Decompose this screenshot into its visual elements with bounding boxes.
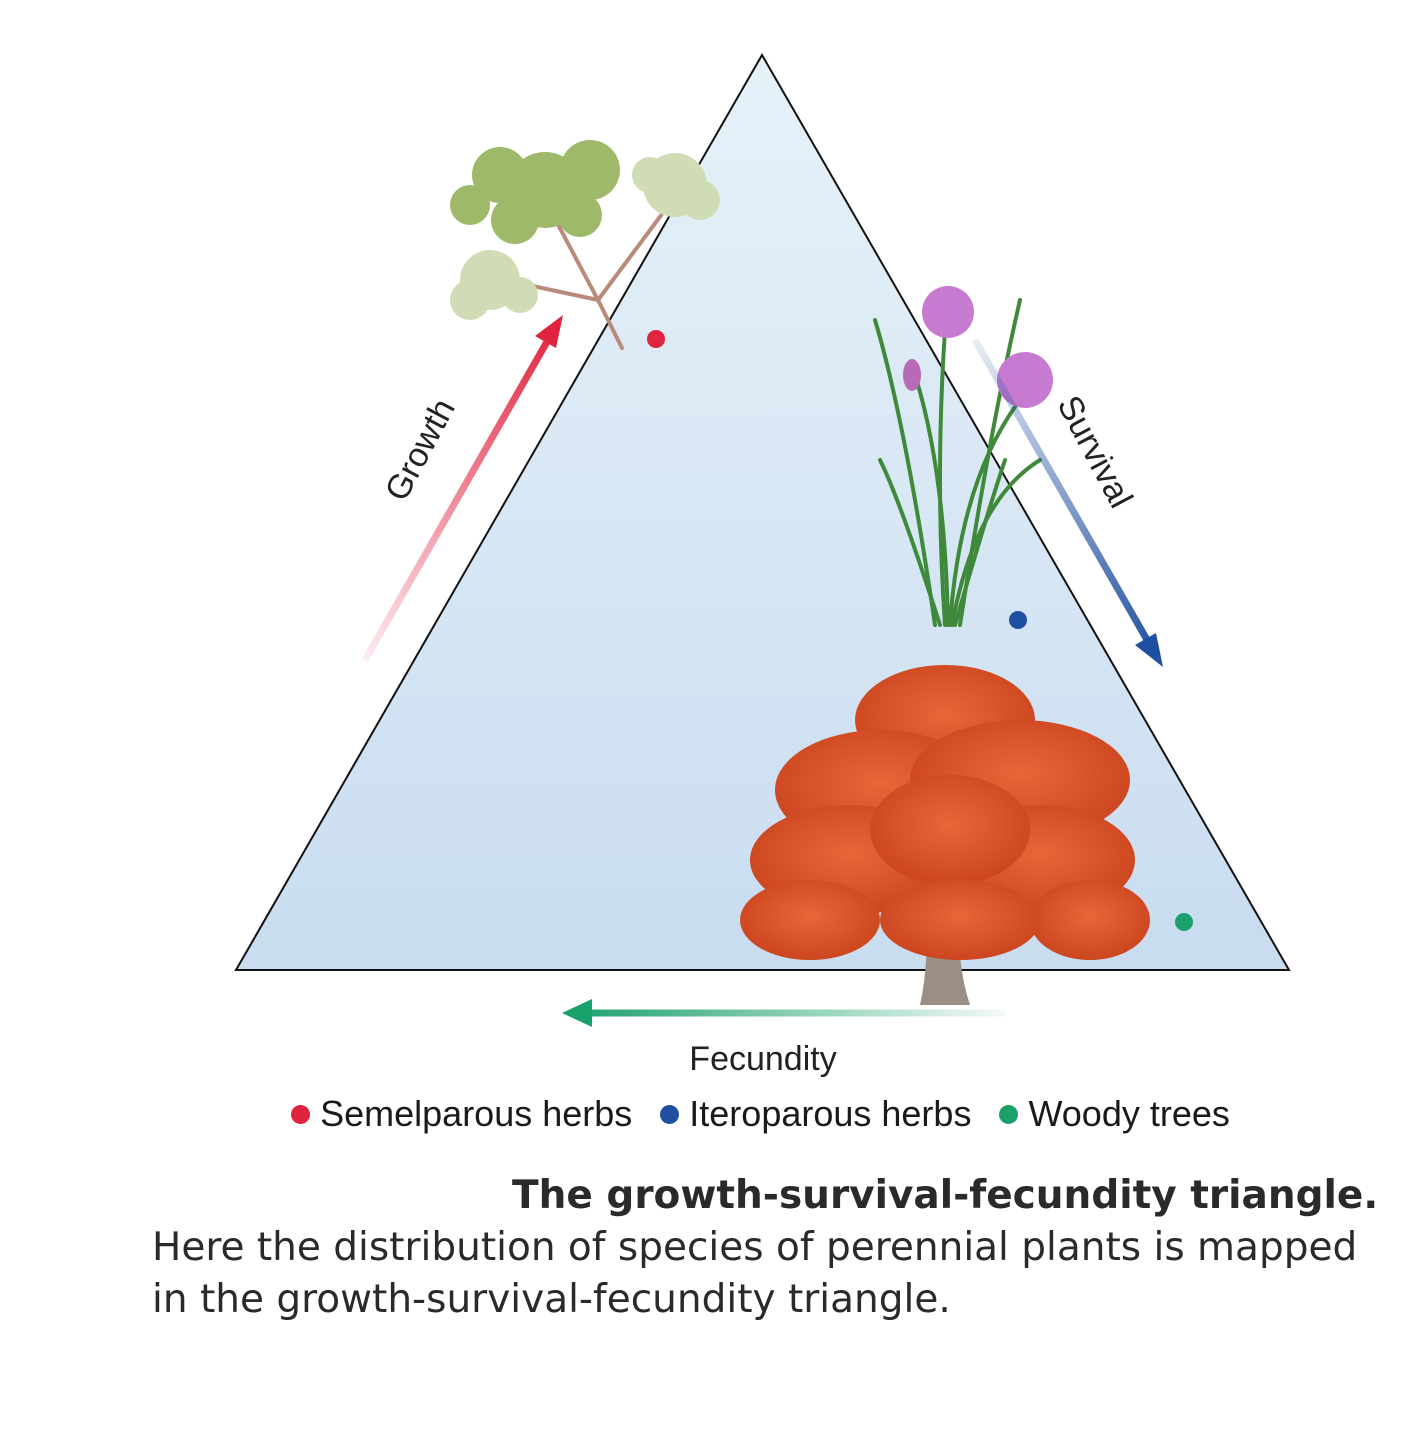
figure-caption: The growth-survival-fecundity triangle. … <box>152 1170 1392 1326</box>
autumn-tree-illustration <box>740 665 1150 1005</box>
fecundity-axis-label: Fecundity <box>689 1040 837 1078</box>
fecundity-arrow <box>562 999 1005 1027</box>
growth-arrow <box>361 315 563 662</box>
legend-item-woody-trees: Woody trees <box>999 1093 1230 1135</box>
legend-dot <box>291 1104 311 1124</box>
growth-survival-fecundity-triangle <box>234 52 1291 971</box>
woody-trees-point <box>1175 913 1193 931</box>
legend: Semelparous herbs Iteroparous herbs Wood… <box>0 1093 1411 1135</box>
survival-arrow <box>971 338 1163 667</box>
triangle-diagram: Growth Survival <box>234 52 1291 1027</box>
caption-body: Here the distribution of species of pere… <box>152 1225 1358 1322</box>
legend-item-iteroparous: Iteroparous herbs <box>660 1093 971 1135</box>
legend-dot <box>999 1104 1019 1124</box>
legend-label: Iteroparous herbs <box>689 1093 972 1134</box>
semelparous-herbs-point <box>647 330 665 348</box>
growth-axis-label: Growth <box>378 393 463 508</box>
flowering-herb-illustration <box>450 140 720 350</box>
legend-item-semelparous: Semelparous herbs <box>291 1093 632 1135</box>
chives-illustration <box>873 286 1053 627</box>
legend-dot <box>660 1104 680 1124</box>
iteroparous-herbs-point <box>1009 611 1027 629</box>
legend-label: Woody trees <box>1028 1093 1230 1134</box>
caption-title: The growth-survival-fecundity triangle. <box>512 1173 1379 1218</box>
legend-label: Semelparous herbs <box>320 1093 633 1134</box>
